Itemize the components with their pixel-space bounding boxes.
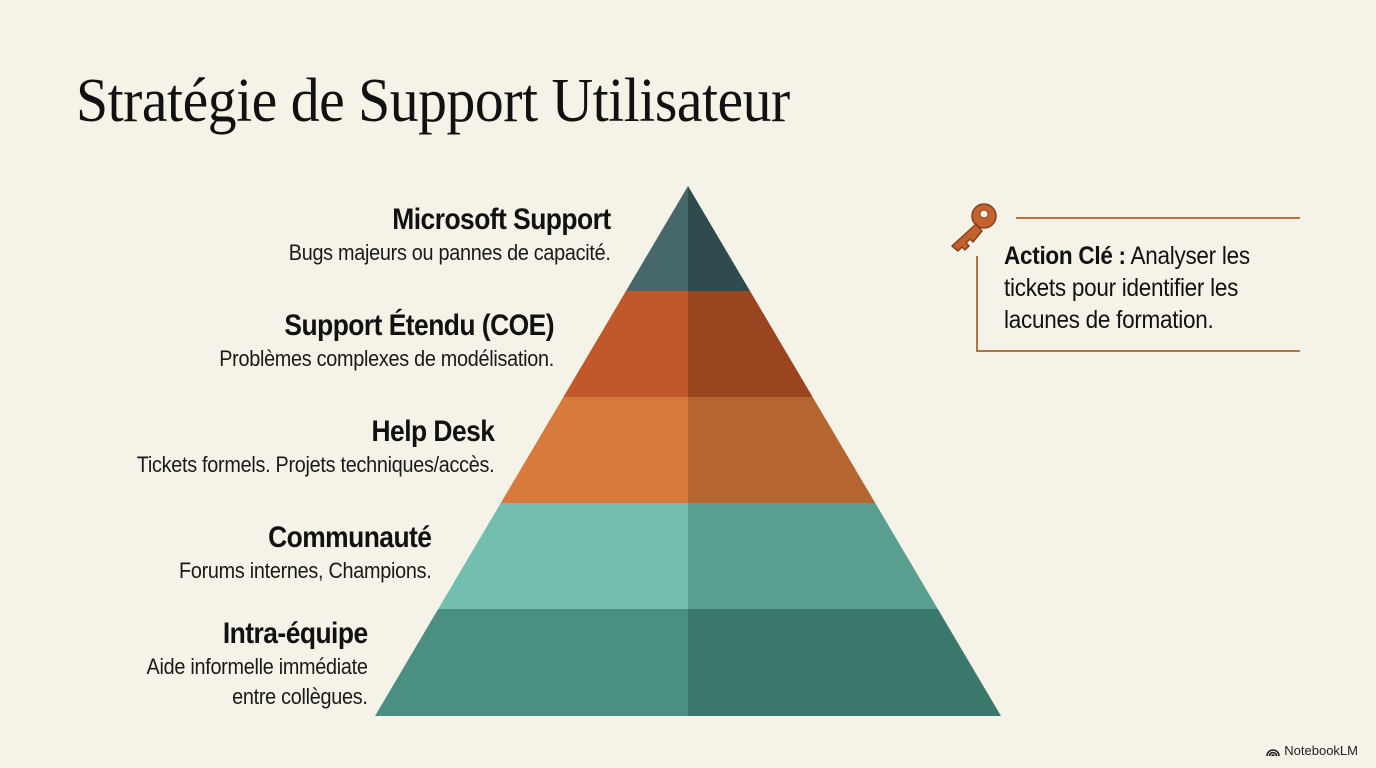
pyramid-layer-left [438,503,688,609]
action-text: Action Clé : Analyser les tickets pour i… [1004,240,1274,336]
action-body: Analyser les tickets pour identifier les… [1004,242,1250,334]
action-label: Action Clé : [1004,242,1126,270]
level-microsoft-support: Microsoft Support Bugs majeurs ou pannes… [253,202,611,268]
level-help-desk: Help Desk Tickets formels. Projets techn… [97,414,494,480]
level-title: Support Étendu (COE) [284,309,554,342]
key-icon [951,203,997,252]
level-desc: Forums internes, Champions. [178,558,432,583]
level-support-etendu: Support Étendu (COE) Problèmes complexes… [182,308,554,374]
level-title: Help Desk [371,415,494,448]
level-desc: Problèmes complexes de modélisation. [219,346,554,371]
pyramid-layer-right [688,397,876,503]
pyramid-layer-left [375,609,688,716]
notebooklm-logo-icon [1266,748,1281,756]
pyramid-layer-right [688,503,938,609]
level-title: Intra-équipe [223,617,368,650]
action-callout: Action Clé : Analyser les tickets pour i… [946,200,1306,360]
level-intra-equipe: Intra-équipe Aide informelle immédiate e… [122,616,369,712]
level-desc: Bugs majeurs ou pannes de capacité. [289,240,611,265]
level-communaute: Communauté Forums internes, Champions. [151,520,432,586]
pyramid-layer-right [688,186,751,291]
notebooklm-brand: NotebookLM [1266,743,1358,758]
pyramid-layer-right [688,609,1001,716]
level-title: Communauté [267,521,432,554]
level-title: Microsoft Support [392,203,612,236]
level-desc: Aide informelle immédiate [146,654,368,679]
pyramid-layer-right [688,291,813,397]
level-desc: Tickets formels. Projets techniques/accè… [136,452,494,477]
pyramid-layer-left [500,397,688,503]
brand-label: NotebookLM [1284,743,1358,758]
page-title: Stratégie de Support Utilisateur [76,67,790,135]
pyramid-layer-left [563,291,688,397]
level-desc: entre collègues. [232,684,369,709]
pyramid-layer-left [625,186,688,291]
